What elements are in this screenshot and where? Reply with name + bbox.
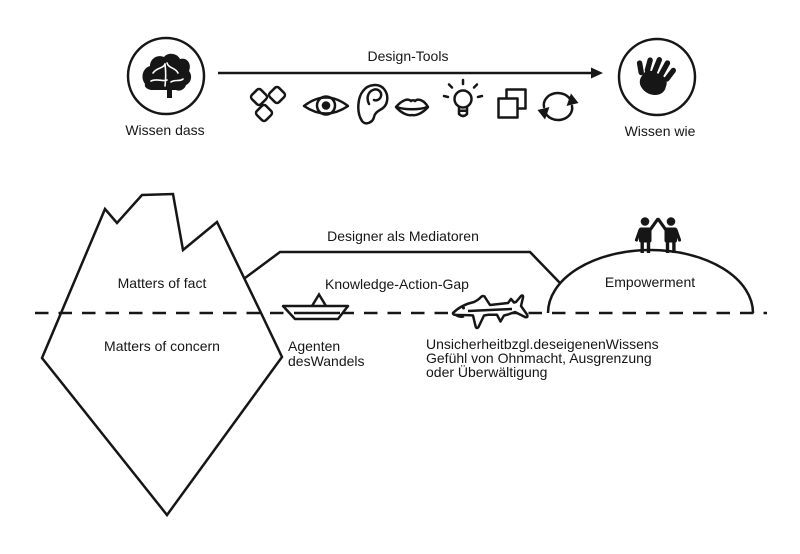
- wissen-wie-label: Wissen wie: [625, 123, 696, 139]
- brain-icon: [142, 53, 192, 98]
- paper-boat-icon: [281, 292, 350, 321]
- blocks-icon: [249, 85, 287, 123]
- wissen-wie-circle: [617, 37, 697, 117]
- design-tools-label: Design-Tools: [368, 48, 449, 64]
- frames-icon: [497, 88, 527, 119]
- shark-caption-line2: Gefühl von Ohnmacht, Ausgrenzung: [426, 350, 652, 366]
- shark-caption-line1: Unsicherheitbzgl.deseigenenWissens: [426, 336, 659, 352]
- iceberg-scene: Matters of fact Matters of concern Desig…: [35, 192, 767, 518]
- shark-icon: [451, 294, 529, 330]
- cycle-icon: [537, 91, 579, 122]
- designer-mediatoren-label: Designer als Mediatoren: [327, 228, 479, 244]
- transfer-arrow-head: [591, 67, 603, 79]
- ear-icon: [357, 83, 389, 125]
- mediator-bridge-line: [244, 250, 561, 284]
- lightbulb-icon: [442, 78, 484, 118]
- agenten-caption-line1: Agenten: [288, 338, 340, 354]
- agenten-caption-line2: desWandels: [288, 353, 365, 369]
- design-tools-icon-row: [249, 78, 579, 125]
- matters-of-concern-label: Matters of concern: [104, 338, 220, 354]
- knowledge-transfer-header: Wissen dass Design-Tools: [125, 36, 697, 139]
- mouth-icon: [394, 98, 430, 117]
- empowerment-dome: [546, 248, 755, 314]
- eye-icon: [302, 95, 350, 116]
- iceberg-outline: [40, 192, 284, 518]
- shark-caption-line3: oder Überwältigung: [426, 363, 547, 380]
- hand-icon: [636, 57, 676, 96]
- knowledge-action-gap-label: Knowledge-Action-Gap: [325, 276, 469, 292]
- high-five-people-icon: [634, 217, 682, 253]
- wissen-dass-label: Wissen dass: [125, 122, 204, 138]
- matters-of-fact-label: Matters of fact: [118, 275, 207, 291]
- wissen-dass-circle: [126, 36, 206, 116]
- empowerment-label: Empowerment: [605, 274, 695, 290]
